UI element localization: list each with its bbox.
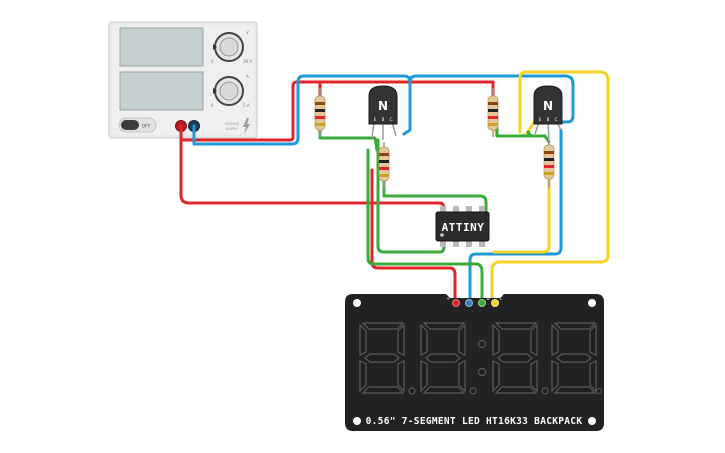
display-pin-minus[interactable]: [465, 299, 473, 307]
brand-line1: VOLTAGE: [225, 122, 239, 126]
display-pin-data-label: D: [486, 296, 489, 301]
current-unit-label: A: [246, 74, 249, 79]
decimal-point-icon: [408, 387, 416, 395]
colon-top-icon: [477, 339, 487, 349]
decimal-point-icon: [469, 387, 477, 395]
wire-red-bottom[interactable]: [179, 128, 446, 212]
mount-hole-icon: [353, 417, 361, 425]
wire-green-chip-top[interactable]: [382, 176, 488, 214]
display-label: 0.56" 7-SEGMENT LED HT16K33 BACKPACK: [366, 416, 583, 427]
transistor-1-label: N: [378, 99, 388, 113]
transistor-2[interactable]: N E B C: [533, 85, 563, 143]
transistor-2-label: N: [543, 99, 553, 113]
current-max-label: 5 A: [243, 103, 250, 108]
wire-yellow-down[interactable]: [492, 178, 551, 254]
wire-green-display[interactable]: [366, 148, 484, 302]
display-pin-minus-label: -: [461, 296, 463, 301]
brand-line2: SUPPLY: [226, 127, 238, 131]
power-switch-label: OFF: [142, 124, 151, 130]
transistor-2-pin-c: C: [555, 117, 558, 122]
resistor-1[interactable]: [314, 88, 326, 137]
attiny-label: ATTINY: [442, 221, 485, 234]
voltage-display: [119, 27, 204, 67]
mount-hole-icon: [588, 299, 596, 307]
wire-green-transistor-right[interactable]: [526, 130, 533, 138]
transistor-1-pin-b: B: [382, 117, 385, 122]
transistor-1-pin-c: C: [390, 117, 393, 122]
wire-yellow-top[interactable]: [490, 70, 610, 302]
current-display: [119, 71, 204, 111]
seven-segment-display[interactable]: + - D C: [345, 294, 604, 431]
lightning-icon: [243, 118, 250, 134]
attiny-chip[interactable]: ATTINY: [435, 206, 490, 247]
digit-4: [551, 322, 597, 394]
digit-3: [492, 322, 538, 394]
wire-blue-down[interactable]: [468, 128, 563, 302]
display-pin-plus-label: +: [446, 296, 449, 301]
transistor-2-pin-e: E: [539, 117, 542, 122]
digit-2: [420, 322, 466, 394]
mount-hole-icon: [353, 299, 361, 307]
resistor-3[interactable]: [378, 142, 390, 190]
display-pin-data[interactable]: [478, 299, 486, 307]
resistor-4[interactable]: [543, 140, 555, 188]
mount-hole-icon: [588, 417, 596, 425]
voltage-zero-label: 0: [211, 59, 214, 64]
colon-bottom-icon: [477, 367, 487, 377]
transistor-2-pin-b: B: [547, 117, 550, 122]
power-supply[interactable]: V 30 V 0 A 5 A 0 OFF VOLTAGE SUPPLY: [108, 21, 258, 139]
wire-green-right[interactable]: [495, 126, 551, 144]
transistor-1-pin-e: E: [374, 117, 377, 122]
power-switch[interactable]: OFF: [118, 117, 157, 133]
digit-1: [359, 322, 405, 394]
voltage-unit-label: V: [246, 30, 249, 35]
chip-pin1-dot-icon: [440, 233, 444, 237]
display-pin-clock[interactable]: [491, 299, 499, 307]
wire-green-chip-bottom[interactable]: [376, 138, 446, 254]
current-zero-label: 0: [211, 103, 214, 108]
voltage-max-label: 30 V: [243, 59, 252, 64]
decimal-point-icon: [541, 387, 549, 395]
voltage-dial-pointer-icon: [213, 44, 217, 50]
display-pin-plus[interactable]: [452, 299, 460, 307]
resistor-2[interactable]: [487, 88, 499, 137]
display-pin-clock-label: C: [500, 296, 503, 301]
wire-green-left[interactable]: [318, 126, 379, 152]
current-dial-pointer-icon: [213, 88, 217, 94]
transistor-1[interactable]: N E B C: [368, 85, 398, 140]
wire-blue-right[interactable]: [408, 74, 575, 124]
decimal-point-icon: [596, 388, 602, 394]
